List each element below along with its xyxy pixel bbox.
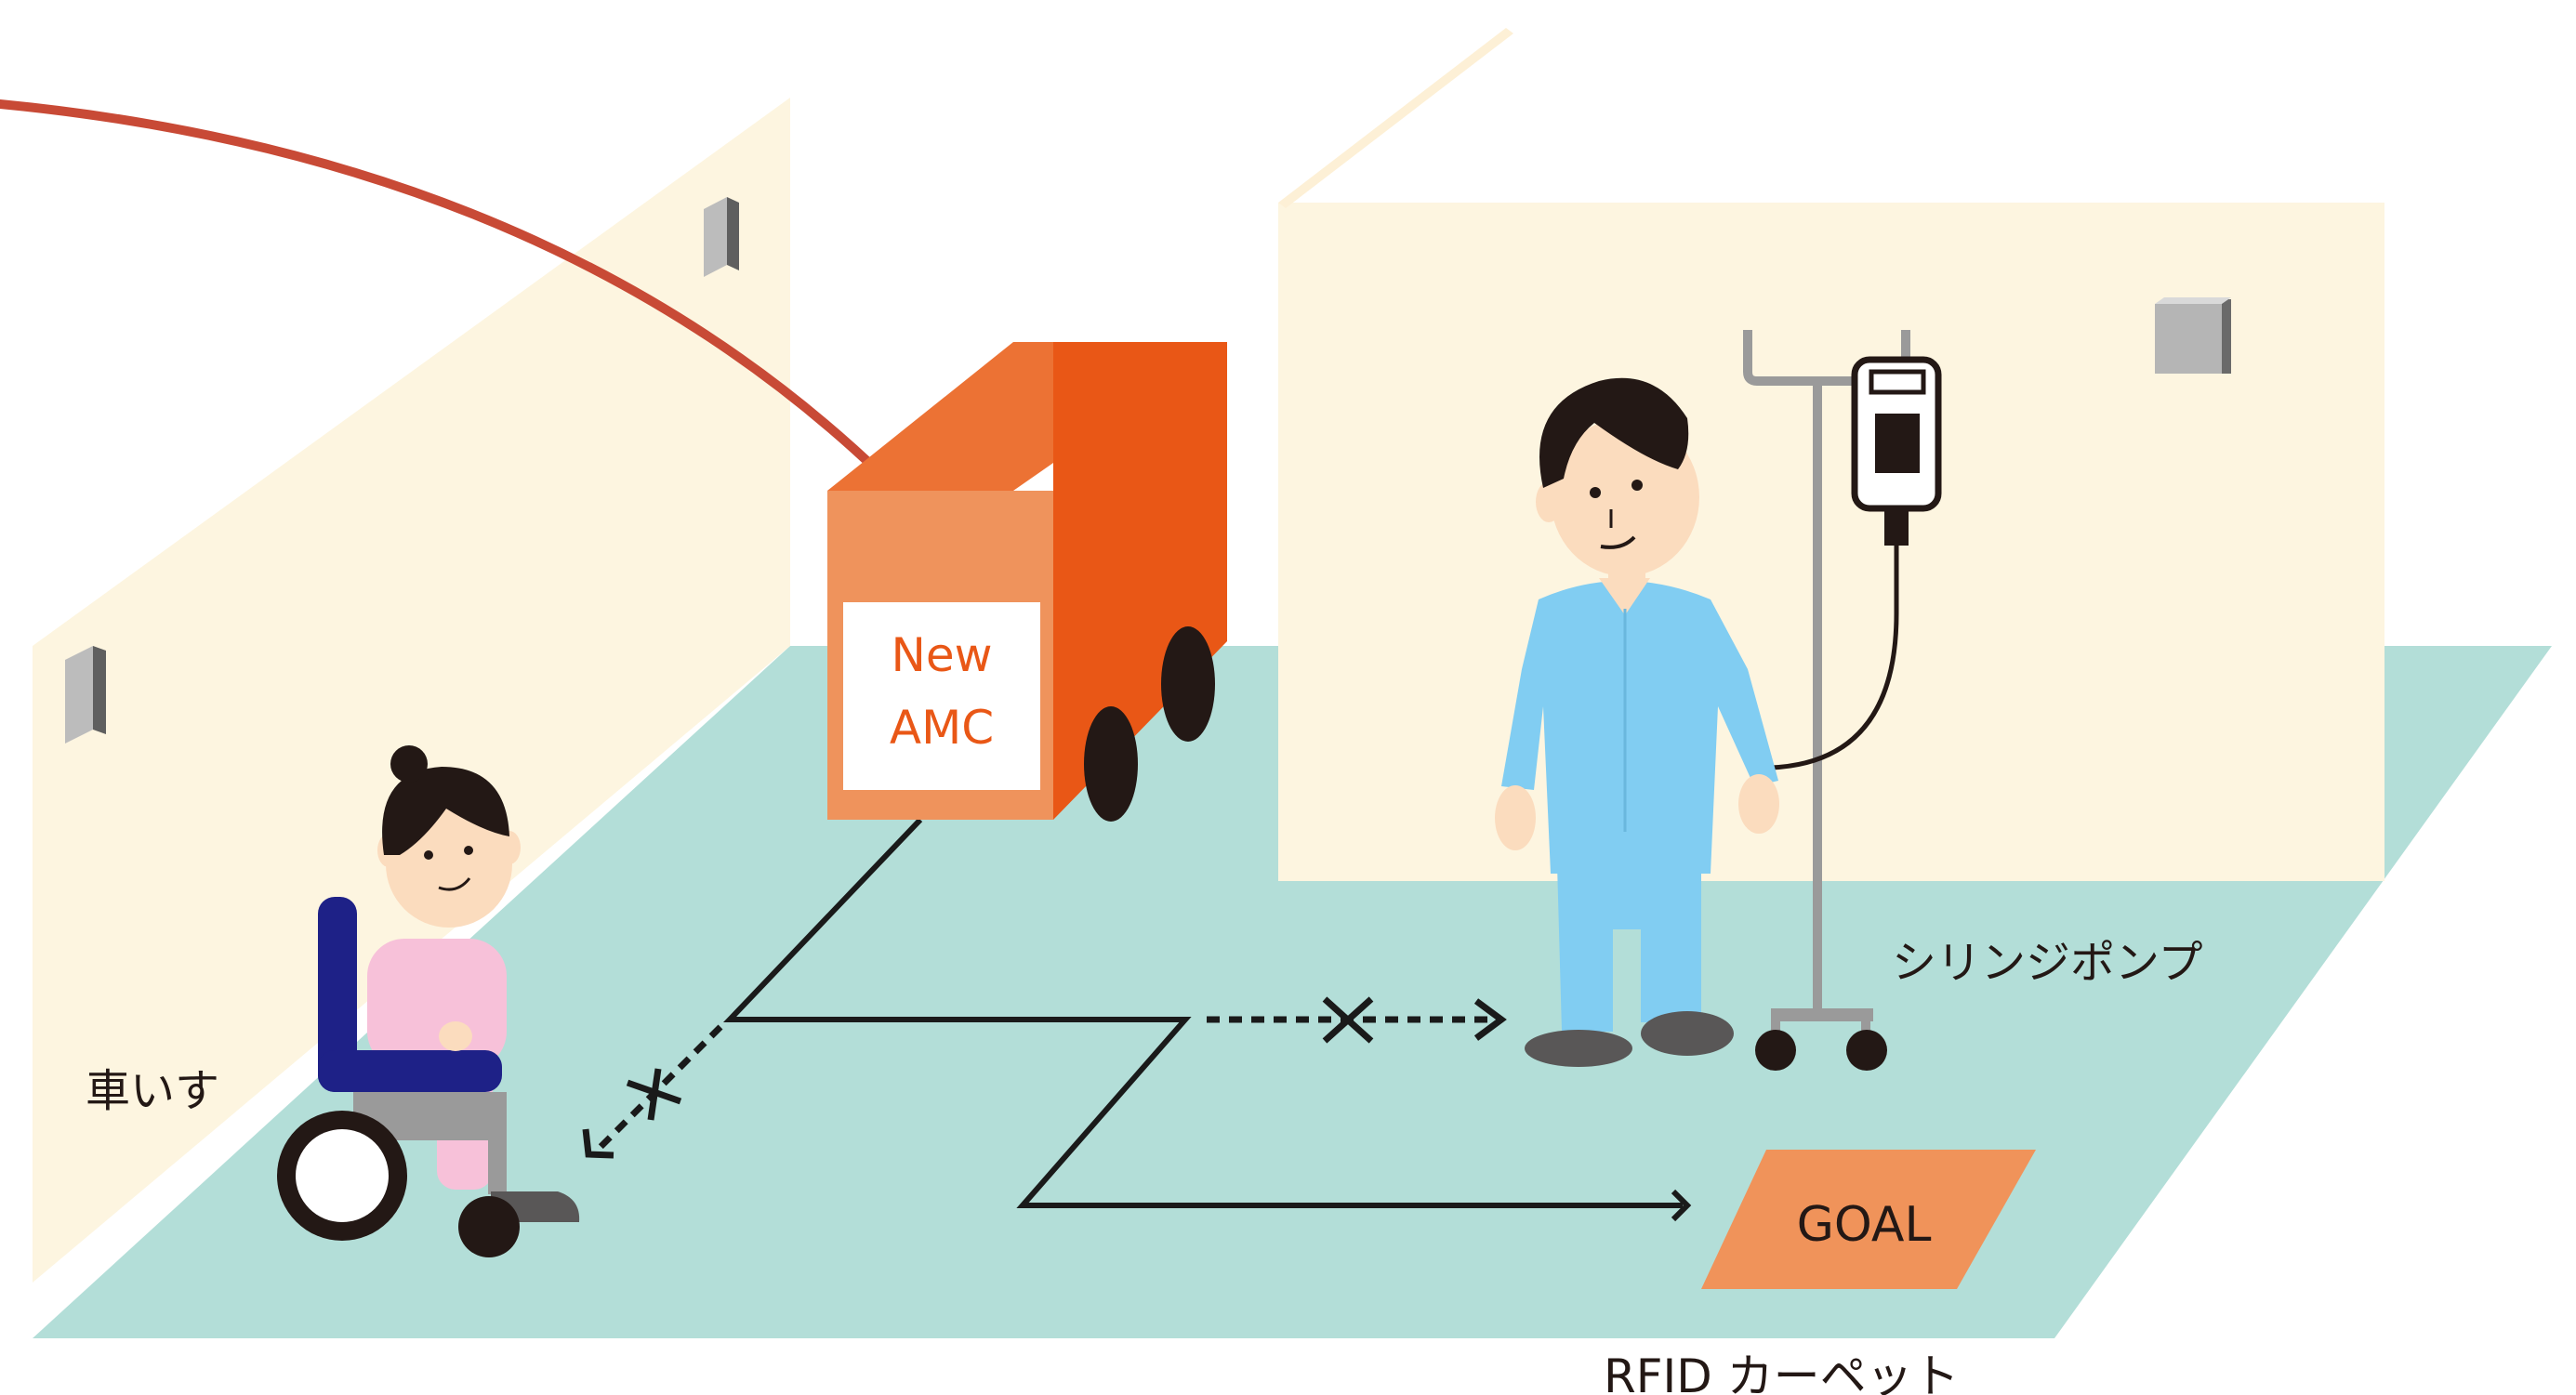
stand-wheel: [1755, 1030, 1796, 1071]
back-wall-top-edge: [1278, 28, 1513, 208]
new-amc-robot: [827, 342, 1227, 822]
wall-sensor: [65, 646, 106, 744]
cable-line: [0, 99, 895, 488]
robot-label-line2: AMC: [890, 701, 994, 755]
wheelchair-label: 車いす: [86, 1065, 219, 1117]
robot-path: [722, 817, 1692, 1222]
goal-mat: [1701, 1150, 2036, 1289]
syringe-pump-label: シリンジポンプ: [1892, 937, 2203, 989]
syringe-pump: [1770, 356, 1942, 770]
left-wall: [33, 98, 790, 1283]
rfid-carpet-label: RFID カーペット: [1604, 1349, 1960, 1395]
wall-sensor: [704, 197, 739, 277]
goal-label: GOAL: [1797, 1197, 1932, 1253]
wall-sensor: [2155, 297, 2231, 374]
robot-label-panel: [843, 602, 1040, 790]
blocked-path-wheelchair: [582, 1024, 723, 1159]
robot-wheel: [1161, 626, 1215, 742]
blocked-path-patient: [1207, 996, 1507, 1044]
stand-wheel: [1846, 1030, 1887, 1071]
robot-wheel: [1084, 706, 1138, 822]
robot-label-line1: New: [891, 628, 992, 682]
patient-person: [1495, 377, 1779, 1067]
wheelchair-user: [277, 745, 580, 1257]
